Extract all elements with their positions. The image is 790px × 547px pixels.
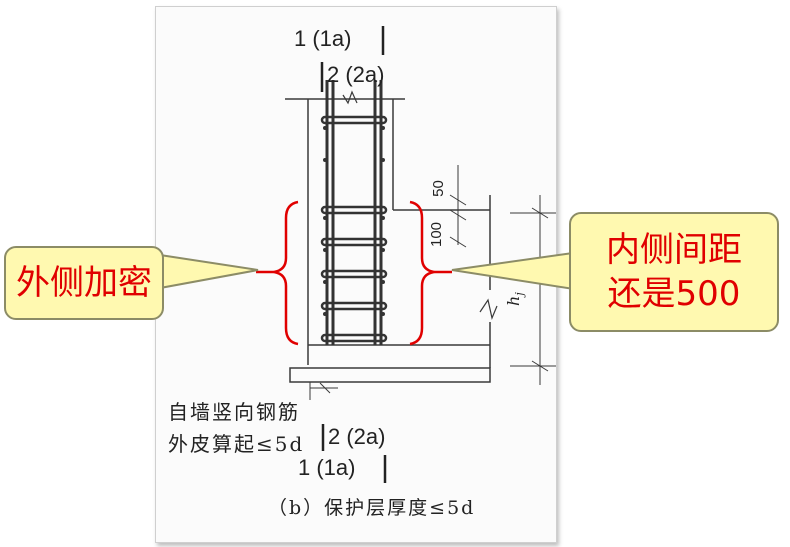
note-line-2: 外皮算起≤5d [168, 432, 305, 456]
dimension-hj-sub: j [512, 292, 526, 296]
wall-outline [285, 98, 491, 383]
bar-marks [320, 26, 387, 483]
red-braces [256, 200, 452, 346]
callout-right: 内侧间距 还是500 [569, 212, 779, 332]
stirrup-hooks [323, 126, 385, 316]
figure-caption: （b）保护层厚度≤5d [268, 497, 476, 519]
callout-left-text: 外侧加密 [16, 263, 152, 303]
bar-label-bottom-2: 2 (2a) [328, 424, 386, 449]
callout-right-line-2: 还是500 [607, 274, 741, 314]
bar-label-top-2: 2 (2a) [327, 62, 385, 87]
dimension-100: 100 [428, 221, 446, 248]
dimension-50: 50 [429, 180, 447, 197]
dimension-hj: hj [504, 292, 526, 306]
break-mark-right [479, 298, 498, 320]
dimension-hj-main: h [503, 295, 523, 306]
callout-right-line-1: 内侧间距 [606, 230, 742, 270]
stirrups [320, 115, 388, 343]
left-callout-pointer [159, 253, 259, 290]
dimension-lines [309, 165, 556, 400]
bar-label-bottom-1: 1 (1a) [298, 455, 356, 480]
callout-left: 外侧加密 [4, 246, 164, 320]
note-line-1: 自墙竖向钢筋 [168, 400, 300, 424]
right-callout-pointer [451, 250, 581, 292]
bar-label-top-1: 1 (1a) [294, 26, 352, 51]
break-mark [342, 90, 358, 105]
